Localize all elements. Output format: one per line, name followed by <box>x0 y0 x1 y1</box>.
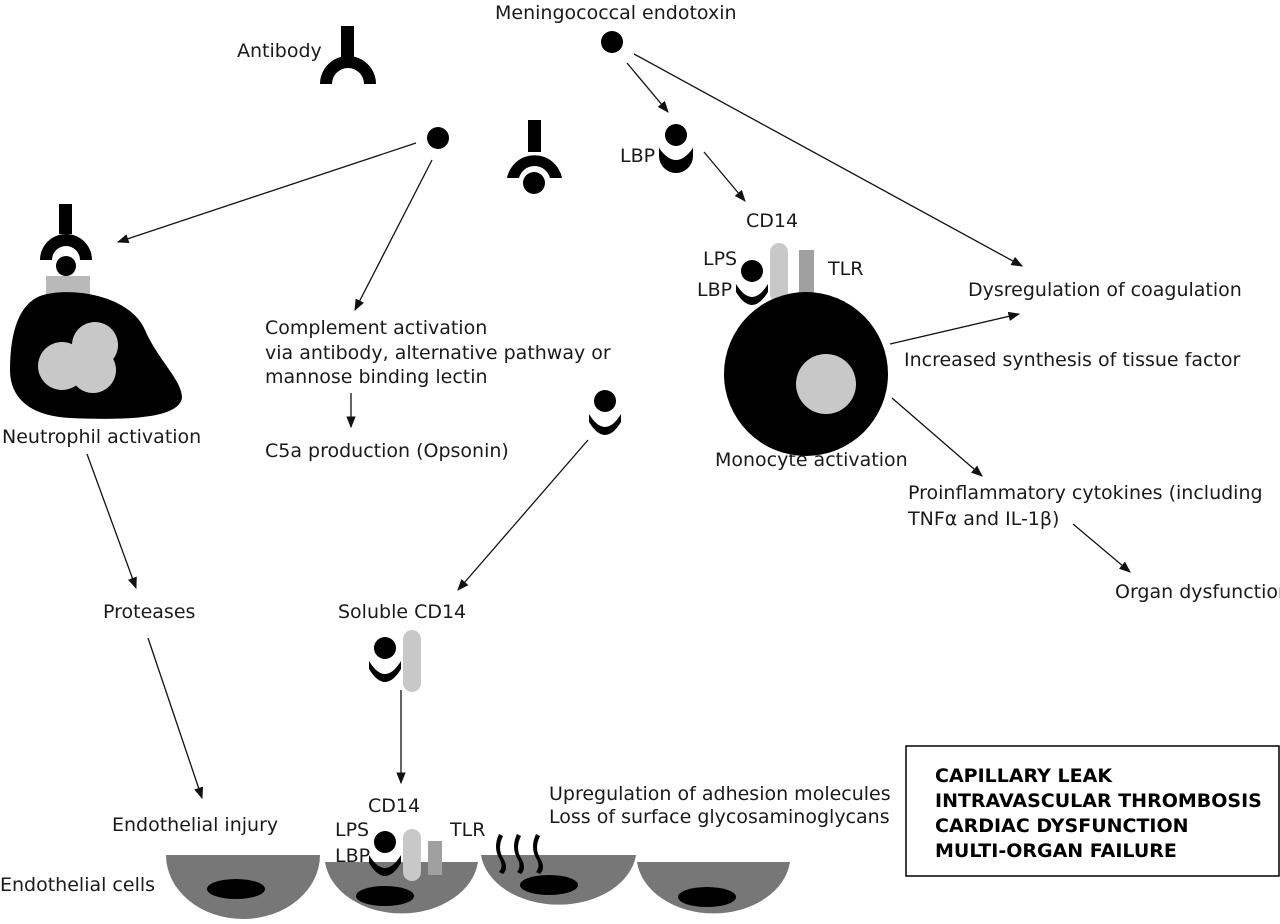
lbp-lps-icon <box>659 124 693 173</box>
arrow-complex-to-neutrophil <box>116 142 417 244</box>
label-endothelial-injury: Endothelial injury <box>112 814 278 836</box>
label-lps-monocyte: LPS <box>703 248 737 270</box>
monocyte-nucleus <box>796 354 856 414</box>
label-tlr-bottom: TLR <box>449 819 485 841</box>
label-lbp-bottom: LBP <box>335 845 370 867</box>
label-lbp-top: LBP <box>620 145 655 167</box>
outcome-cardiac-dysfunction: CARDIAC DYSFUNCTION <box>935 815 1189 837</box>
arrow-complex-to-complement <box>354 159 433 312</box>
arrow-lbp-to-soluble-cd14 <box>457 439 589 591</box>
label-increased-synthesis: Increased synthesis of tissue factor <box>904 349 1240 371</box>
endothelial-cell-1 <box>166 855 320 919</box>
soluble-cd14-complex <box>369 630 421 692</box>
label-monocyte-activation: Monocyte activation <box>715 449 908 471</box>
arrow-endotoxin-to-coagulation <box>633 53 1024 267</box>
label-dysregulation: Dysregulation of coagulation <box>968 279 1242 301</box>
label-upregulation-2: Loss of surface glycosaminoglycans <box>549 806 890 828</box>
label-organ-dysfunction: Organ dysfunction <box>1115 581 1280 603</box>
label-antibody: Antibody <box>237 40 322 62</box>
label-complement-2: via antibody, alternative pathway or <box>265 342 611 364</box>
outcome-multi-organ-failure: MULTI-ORGAN FAILURE <box>935 840 1177 862</box>
endothelial-cell-2 <box>325 862 478 914</box>
label-tlr-monocyte: TLR <box>827 258 863 280</box>
adhesion-molecules-icon <box>496 834 543 874</box>
label-neutrophil-activation: Neutrophil activation <box>2 426 201 448</box>
label-lps-bottom: LPS <box>335 819 369 841</box>
endotoxin-molecule <box>601 31 623 53</box>
label-proteases: Proteases <box>103 601 195 623</box>
antibody-lps-complex-icon <box>507 120 562 194</box>
label-c5a: C5a production (Opsonin) <box>265 440 509 462</box>
neutrophil-receptor-complex <box>40 204 92 298</box>
endothelial-receptor-complex <box>369 829 442 881</box>
outcome-capillary-leak: CAPILLARY LEAK <box>935 765 1113 787</box>
label-cd14-top: CD14 <box>746 210 798 232</box>
label-soluble-cd14: Soluble CD14 <box>338 601 466 623</box>
outcome-intravascular-thrombosis: INTRAVASCULAR THROMBOSIS <box>935 790 1262 812</box>
neutrophil-nucleus <box>38 322 118 393</box>
label-proinflammatory-1: Proinflammatory cytokines (including <box>908 482 1263 504</box>
antibody-icon <box>320 26 376 84</box>
monocyte-receptor-complex <box>736 243 814 305</box>
label-endothelial-cells: Endothelial cells <box>0 874 155 896</box>
lps-molecule <box>427 127 449 149</box>
label-proinflammatory-2: TNFα and IL-1β) <box>907 508 1059 530</box>
endothelial-cell-4 <box>637 862 790 914</box>
label-upregulation-1: Upregulation of adhesion molecules <box>549 783 891 805</box>
label-lbp-monocyte: LBP <box>697 279 732 301</box>
label-meningococcal-endotoxin: Meningococcal endotoxin <box>495 2 737 24</box>
arrow-monocyte-to-coagulation <box>889 311 1021 345</box>
label-cd14-bottom: CD14 <box>368 795 420 817</box>
arrow-monocyte-to-cytokines <box>891 397 983 477</box>
lbp-lps-middle-icon <box>589 390 621 435</box>
arrows <box>86 53 1131 800</box>
outcome-box <box>905 745 1280 877</box>
arrow-lbp-to-cd14 <box>703 151 746 202</box>
arrow-endotoxin-to-lbp <box>626 62 669 113</box>
arrow-proteases-to-injury <box>147 637 204 800</box>
arrow-neutrophil-to-proteases <box>86 453 137 590</box>
arrow-cytokines-to-organ <box>1072 523 1131 573</box>
label-complement-1: Complement activation <box>265 317 487 339</box>
label-complement-3: mannose binding lectin <box>265 366 488 388</box>
